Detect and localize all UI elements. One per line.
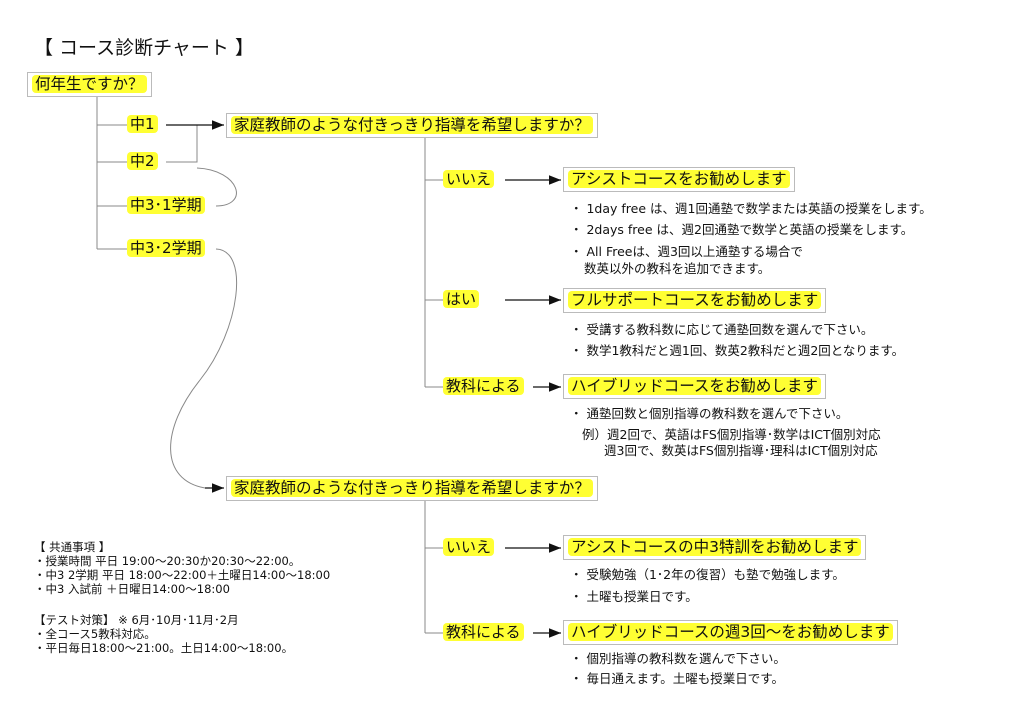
grade-2: 中2 xyxy=(127,152,158,171)
bullet: ・ 1day free は、週1回通塾で数学または英語の授業をします。 xyxy=(570,201,932,216)
q1-branch-lines xyxy=(424,138,443,388)
bullet: ・ 受講する教科数に応じて通塾回数を選んで下さい。 xyxy=(570,322,874,337)
note-line: ・平日毎日18:00～21:00。土日14:00～18:00。 xyxy=(34,641,294,655)
result-full-support-course: フルサポートコースをお勧めします xyxy=(563,288,827,313)
page-title: 【 コース診断チャート 】 xyxy=(34,37,254,59)
q1-answer-depends: 教科による xyxy=(443,377,524,396)
bullet: ・ 数学1教科だと週1回、数英2教科だと週2回となります。 xyxy=(570,343,905,358)
note-line: ・中3 2学期 平日 18:00～22:00＋土曜日14:00～18:00 xyxy=(34,568,331,582)
bullet: ・ 受験勉強（1･2年の復習）も塾で勉強します。 xyxy=(570,567,845,582)
q2-answer-depends: 教科による xyxy=(443,623,524,642)
grade3-term1-curve xyxy=(196,167,237,207)
grade-branch-lines xyxy=(96,97,127,250)
question-2: 家庭教師のような付きっきり指導を希望しますか？ xyxy=(226,476,598,501)
note-line: ・授業時間 平日 19:00～20:30か20:30～22:00。 xyxy=(34,554,301,568)
q2-answer-no: いいえ xyxy=(443,538,495,557)
bullet: ・ All Freeは、週3回以上通塾する場合で xyxy=(570,244,803,259)
common-notes-heading: 【 共通事項 】 xyxy=(34,540,111,554)
grade-3-term1: 中3･1学期 xyxy=(127,196,205,215)
q1-answer-no: いいえ xyxy=(443,170,495,189)
bullet: ・ 土曜も授業日です。 xyxy=(570,589,698,604)
grade-question: 何年生ですか？ xyxy=(27,72,152,97)
note-line: ・全コース5教科対応。 xyxy=(34,627,156,641)
result-hybrid-3x-week: ハイブリッドコースの週3回～をお勧めします xyxy=(563,620,898,645)
bullet: ・ 通塾回数と個別指導の教科数を選んで下さい。 xyxy=(570,406,849,421)
test-notes-heading: 【テスト対策】 ※ 6月･10月･11月･2月 xyxy=(34,613,239,627)
grade-1: 中1 xyxy=(127,115,158,134)
grade-3-term2: 中3･2学期 xyxy=(127,239,205,258)
grade2-join-line xyxy=(166,125,198,163)
result-assist-grade3-intensive: アシストコースの中3特訓をお勧めします xyxy=(563,535,867,560)
bullet: 週3回で、数英はFS個別指導･理科はICT個別対応 xyxy=(604,443,878,458)
result-hybrid-course: ハイブリッドコースをお勧めします xyxy=(563,374,826,399)
bullet: 例）週2回で、英語はFS個別指導･数学はICT個別対応 xyxy=(582,427,881,442)
arrows xyxy=(166,120,561,638)
note-line: ・中3 入試前 ＋日曜日14:00～18:00 xyxy=(34,582,230,596)
q1-answer-yes: はい xyxy=(443,290,480,309)
bullet: ・ 個別指導の教科数を選んで下さい。 xyxy=(570,651,786,666)
question-1: 家庭教師のような付きっきり指導を希望しますか？ xyxy=(226,113,598,138)
bullet: ・ 2days free は、週2回通塾で数学と英語の授業をします。 xyxy=(570,222,914,237)
result-assist-course: アシストコースをお勧めします xyxy=(563,167,795,192)
q2-branch-lines xyxy=(424,501,443,634)
bullet: ・ 毎日通えます。土曜も授業日です。 xyxy=(570,671,784,686)
grade3-term2-curve xyxy=(170,248,238,489)
bullet: 数英以外の教科を追加できます。 xyxy=(584,261,771,276)
